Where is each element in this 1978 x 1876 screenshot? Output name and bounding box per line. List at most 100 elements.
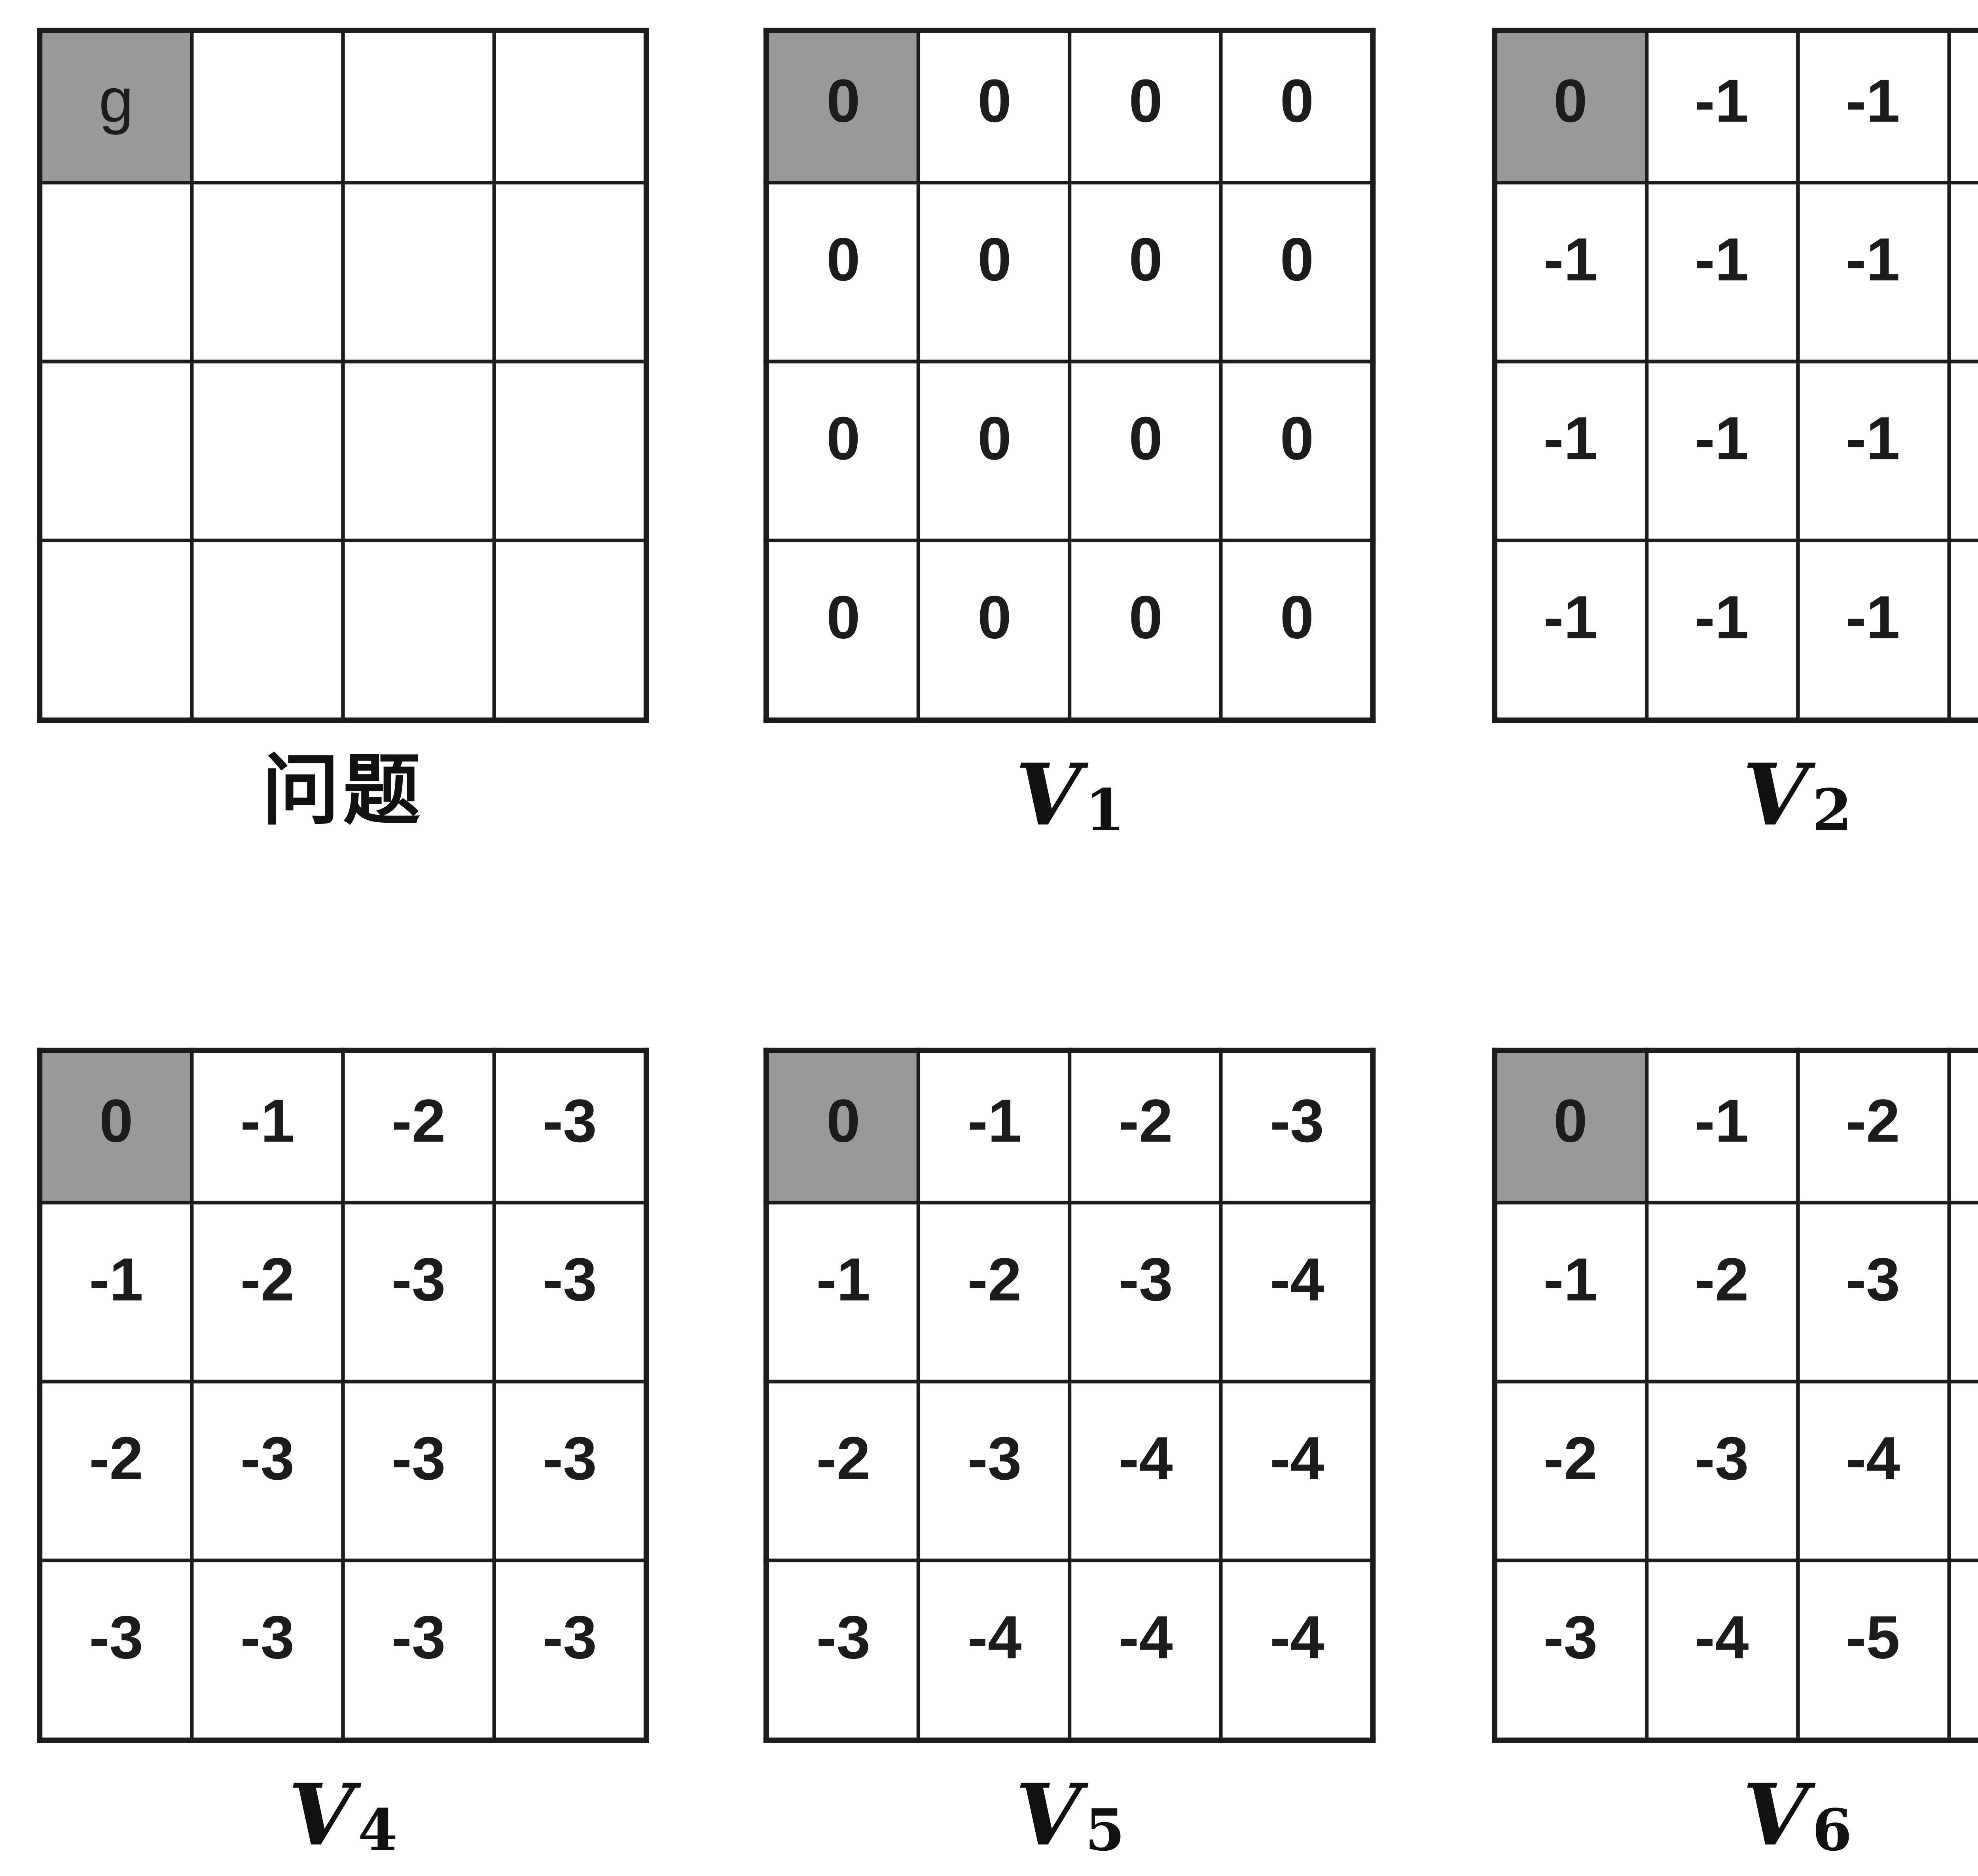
grid-cell: -2: [917, 1200, 1072, 1384]
grid-cell: -1: [1795, 538, 1951, 722]
grid-cell: -3: [765, 1558, 921, 1742]
problem-grid: g: [37, 27, 649, 723]
grid-row: -3 -4 -4 -4: [765, 1558, 1376, 1742]
goal-cell: 0: [765, 28, 921, 185]
panel-v5: 0 -1 -2 -3 -1 -2 -3 -4 -2 -3 -4 -4: [764, 1047, 1376, 1876]
grid-cell: -3: [917, 1380, 1072, 1562]
grid-cell: -3: [1644, 1380, 1799, 1562]
grid-cell: -4: [1795, 1380, 1951, 1562]
grid-cell: -1: [1644, 1049, 1799, 1205]
grid-cell: -5: [1946, 1380, 1978, 1562]
grid-row: 0 0 0 0: [765, 538, 1376, 722]
grid-cell: 0: [1068, 28, 1224, 185]
caption-v-symbol: V: [288, 1765, 354, 1865]
v6-grid: 0 -1 -2 -3 -1 -2 -3 -4 -2 -3 -4 -5: [1491, 1047, 1978, 1743]
grid-cell: -3: [492, 1049, 648, 1205]
grid-cell: -1: [1644, 360, 1799, 543]
grid-cell: -5: [1795, 1558, 1951, 1742]
grid-cell: [38, 181, 194, 363]
panel-v4: 0 -1 -2 -3 -1 -2 -3 -3 -2 -3 -3 -3: [37, 1047, 649, 1876]
grid-cell: -3: [341, 1558, 496, 1742]
grid-cell: -3: [1219, 1049, 1376, 1205]
grid-cell: 0: [917, 181, 1072, 363]
grid-cell: -2: [1795, 1049, 1951, 1205]
grid-cell: [190, 360, 345, 543]
grid-cell: -3: [38, 1558, 194, 1742]
grid-cell: -1: [1644, 181, 1799, 363]
grid-cell: -3: [1795, 1200, 1951, 1384]
grid-row: 0 -1 -1 -1: [1492, 28, 1978, 185]
v5-grid: 0 -1 -2 -3 -1 -2 -3 -4 -2 -3 -4 -4: [764, 1047, 1376, 1743]
panel-v6: 0 -1 -2 -3 -1 -2 -3 -4 -2 -3 -4 -5: [1491, 1047, 1978, 1876]
grid-cell: [492, 360, 648, 543]
grid-cell: -1: [1795, 360, 1951, 543]
grids-row-top: g: [37, 27, 1978, 856]
grid-cell: 0: [1068, 360, 1224, 543]
grid-row: [38, 538, 648, 722]
grid-cell: 0: [765, 538, 921, 722]
grid-cell: 0: [917, 538, 1072, 722]
grid-cell: -1: [190, 1049, 345, 1205]
caption-v-symbol: V: [1015, 745, 1082, 845]
grid-row: -3 -3 -3 -3: [38, 1558, 648, 1742]
grid-cell: [492, 181, 648, 363]
grid-cell: [38, 538, 194, 722]
grid-cell: -1: [917, 1049, 1072, 1205]
grid-cell: 0: [1068, 538, 1224, 722]
grid-cell: [190, 181, 345, 363]
grid-cell: -4: [1068, 1558, 1224, 1742]
goal-cell: 0: [1492, 28, 1648, 185]
grid-cell: [341, 538, 496, 722]
grid-cell: -4: [917, 1558, 1072, 1742]
panel-v2: 0 -1 -1 -1 -1 -1 -1 -1 -1 -1 -1 -1: [1491, 27, 1978, 856]
grid-cell: 0: [917, 28, 1072, 185]
grid-cell: -3: [1492, 1558, 1648, 1742]
grid-row: g: [38, 28, 648, 185]
grid-cell: 0: [1219, 181, 1376, 363]
caption-v-symbol: V: [1015, 1765, 1082, 1865]
goal-cell: 0: [1492, 1049, 1648, 1205]
grid-cell: -1: [1946, 538, 1978, 722]
grid-cell: -3: [341, 1200, 496, 1384]
grid-cell: -4: [1219, 1558, 1376, 1742]
grid-cell: -1: [1492, 181, 1648, 363]
grid-cell: 0: [917, 360, 1072, 543]
grid-cell: -1: [1795, 181, 1951, 363]
grid-cell: -3: [1946, 1049, 1978, 1205]
grid-cell: 0: [1219, 538, 1376, 722]
grid-cell: 0: [1219, 360, 1376, 543]
grid-row: -3 -4 -5 -5: [1492, 1558, 1978, 1742]
grid-cell: -4: [1219, 1380, 1376, 1562]
grid-cell: -2: [765, 1380, 921, 1562]
v4-grid: 0 -1 -2 -3 -1 -2 -3 -3 -2 -3 -3 -3: [37, 1047, 649, 1743]
grid-row: -1 -1 -1 -1: [1492, 181, 1978, 363]
grid-cell: -5: [1946, 1558, 1978, 1742]
grid-cell: -3: [190, 1558, 345, 1742]
caption-text: 问题: [261, 745, 424, 836]
goal-cell: 0: [765, 1049, 921, 1205]
grid-cell: -2: [190, 1200, 345, 1384]
grid-row: 0 -1 -2 -3: [38, 1049, 648, 1205]
grid-cell: -1: [1644, 538, 1799, 722]
grid-cell: -3: [341, 1380, 496, 1562]
grid-cell: -1: [1492, 538, 1648, 722]
caption-v-symbol: V: [1743, 1765, 1809, 1865]
figure-canvas: g: [37, 27, 1978, 1863]
grid-row: -2 -3 -4 -5: [1492, 1380, 1978, 1562]
grid-cell: -2: [38, 1380, 194, 1562]
grid-cell: -1: [38, 1200, 194, 1384]
caption-v-subscript: 1: [1085, 778, 1125, 845]
grid-row: -1 -1 -1 -1: [1492, 538, 1978, 722]
grid-row: [38, 181, 648, 363]
goal-cell: g: [38, 28, 194, 185]
grid-cell: [190, 28, 345, 185]
caption-problem: 问题: [261, 745, 424, 856]
grid-row: -1 -2 -3 -4: [765, 1200, 1376, 1384]
caption-v-subscript: 2: [1812, 778, 1852, 845]
grids-row-bottom: 0 -1 -2 -3 -1 -2 -3 -3 -2 -3 -3 -3: [37, 1047, 1978, 1876]
grid-cell: -2: [1068, 1049, 1224, 1205]
